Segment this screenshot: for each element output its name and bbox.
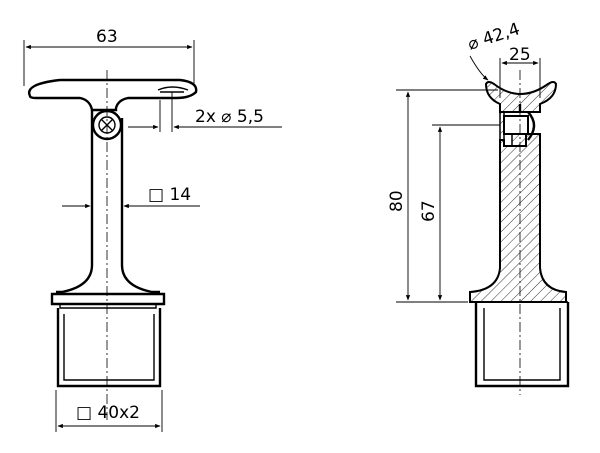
side-section-view: 25 ⌀ 42,4 80 67 <box>387 19 570 395</box>
post <box>56 110 94 294</box>
dim-square-post: □ 14 <box>148 185 191 205</box>
saddle-plate <box>27 78 198 112</box>
post-section <box>469 133 567 303</box>
flange <box>50 292 166 306</box>
tube <box>56 308 162 388</box>
tube-section <box>474 302 570 388</box>
dim-saddle-width: 25 <box>509 45 531 65</box>
front-view: 63 2x ⌀ 5,5 □ 14 □ 40x2 <box>23 27 282 432</box>
dim-width-top: 63 <box>96 27 118 47</box>
dim-height-pin: 67 <box>419 200 439 222</box>
saddle-section <box>484 81 558 113</box>
dim-square-base: □ 40x2 <box>76 403 140 423</box>
dim-holes: 2x ⌀ 5,5 <box>195 107 264 127</box>
dim-height-total: 80 <box>387 190 407 212</box>
